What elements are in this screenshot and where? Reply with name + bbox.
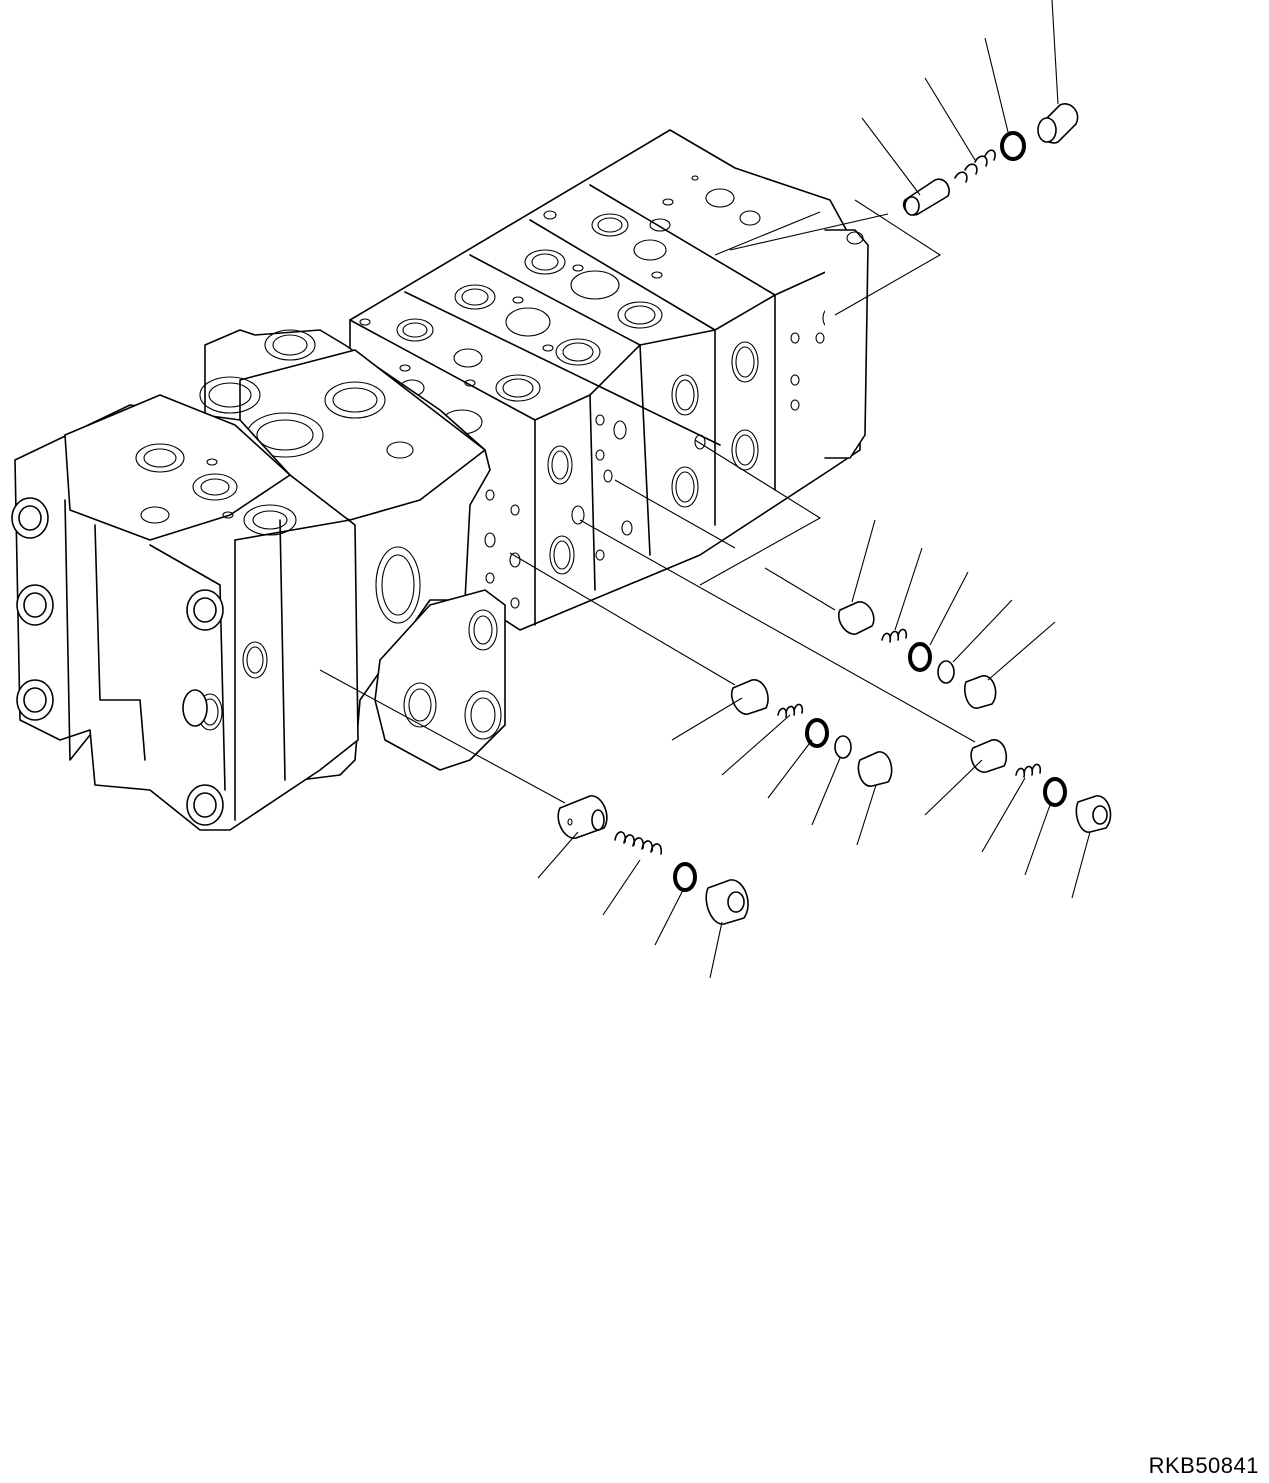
drawing-code-label: RKB50841 bbox=[1148, 1453, 1259, 1478]
control-valve-body bbox=[12, 130, 868, 830]
spring bbox=[955, 150, 995, 182]
backup-ring bbox=[835, 736, 851, 758]
spring bbox=[1016, 764, 1040, 777]
o-ring bbox=[910, 644, 930, 670]
bolt-heads bbox=[12, 498, 223, 825]
projection-lines bbox=[320, 200, 975, 803]
valve-spool bbox=[732, 680, 768, 714]
group-lower-right bbox=[925, 740, 1111, 898]
valve-spool bbox=[839, 602, 874, 634]
o-ring bbox=[675, 864, 695, 890]
group-center bbox=[672, 680, 892, 845]
o-ring bbox=[807, 720, 827, 746]
spring bbox=[778, 704, 802, 717]
o-ring bbox=[1002, 133, 1024, 159]
group-bottom-left bbox=[538, 796, 748, 978]
spring bbox=[882, 629, 906, 642]
backup-ring bbox=[938, 661, 954, 683]
spring bbox=[615, 832, 661, 854]
valve-spool bbox=[971, 740, 1006, 772]
group-middle-right bbox=[839, 520, 1055, 708]
group-top-right bbox=[862, 0, 1078, 215]
plug bbox=[965, 676, 996, 708]
plug bbox=[706, 880, 748, 924]
o-ring bbox=[1045, 779, 1065, 805]
plug bbox=[858, 752, 891, 786]
